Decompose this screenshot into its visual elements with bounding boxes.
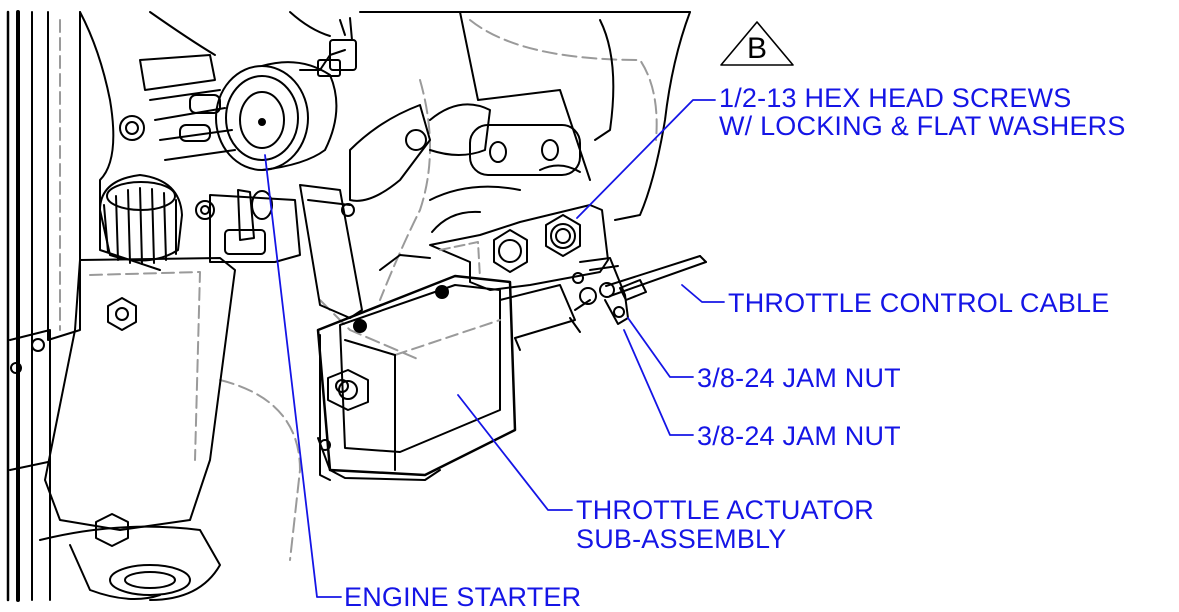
cooling-fins	[119, 54, 236, 161]
engine-body	[79, 11, 691, 561]
hex-screws-label-line1: 1/2-13 HEX HEAD SCREWS	[719, 83, 1072, 113]
callout-leaders	[264, 99, 725, 598]
engine-mount-leg	[39, 257, 236, 601]
filler-cap	[99, 174, 183, 265]
revision-letter: B	[747, 32, 768, 65]
cable-linkage	[572, 255, 707, 325]
actuator-label-line1: THROTTLE ACTUATOR	[576, 495, 874, 525]
hex-screws-label-line2: W/ LOCKING & FLAT WASHERS	[719, 111, 1126, 141]
revision-triangle-icon	[720, 21, 794, 66]
jam-nut-lower-label: 3/8-24 JAM NUT	[697, 421, 901, 451]
starter-motor-body	[215, 17, 357, 171]
engine-starter-label: ENGINE STARTER	[344, 582, 582, 612]
hex-head-screws	[493, 214, 581, 273]
throttle-actuator-body	[316, 274, 591, 481]
throttle-cable-label: THROTTLE CONTROL CABLE	[728, 288, 1110, 318]
frame-panel	[6, 10, 81, 602]
jam-nut-upper-label: 3/8-24 JAM NUT	[697, 363, 901, 393]
actuator-label-line2: SUB-ASSEMBLY	[576, 524, 787, 554]
starter-mount-bracket	[195, 184, 363, 319]
